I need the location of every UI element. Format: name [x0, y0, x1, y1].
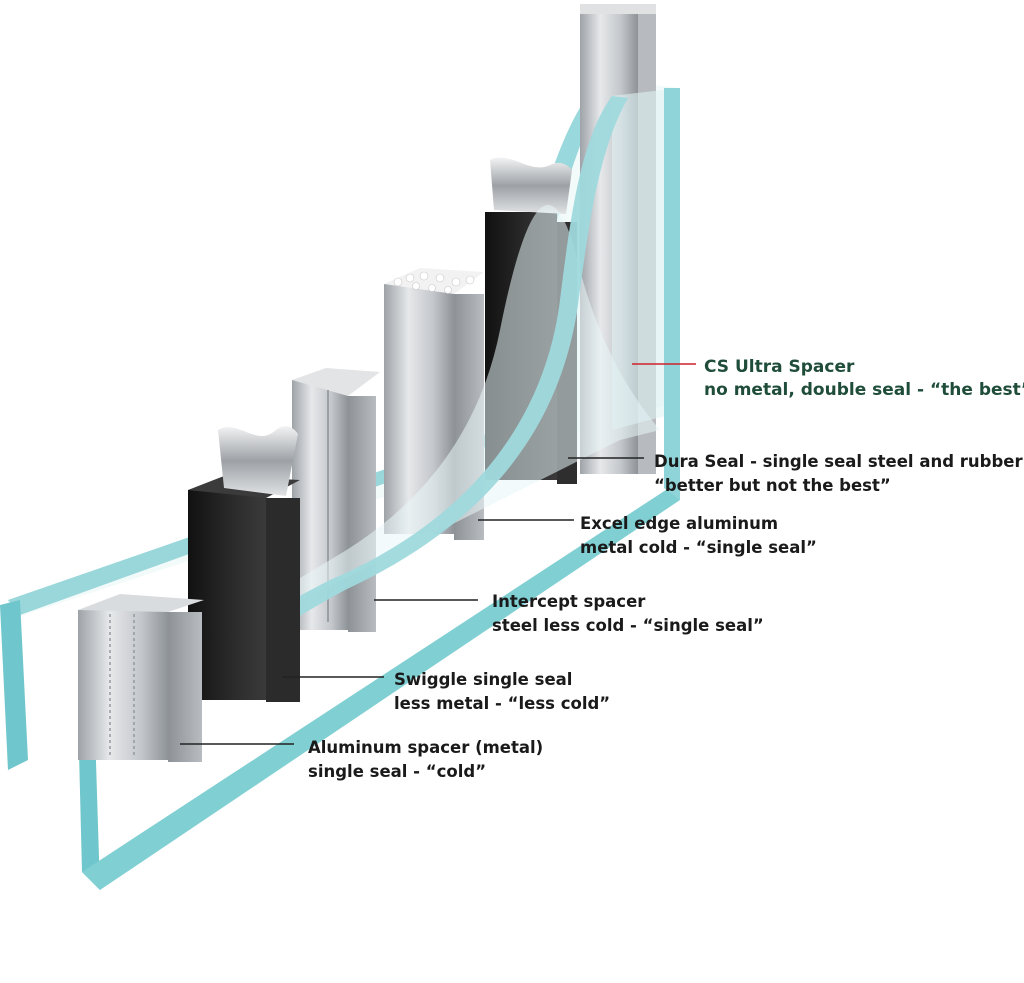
label-cs-ultra: CS Ultra Spacer no metal, double seal - … — [704, 356, 1024, 402]
label-dura-seal-line1: Dura Seal - single seal steel and rubber — [654, 452, 1023, 471]
label-excel-edge-line1: Excel edge aluminum — [580, 514, 779, 533]
label-swiggle-line1: Swiggle single seal — [394, 670, 573, 689]
label-aluminum-line2: single seal - “cold” — [308, 762, 487, 781]
label-dura-seal-line2: “better but not the best” — [654, 476, 891, 495]
excel-edge-spacer — [384, 268, 484, 540]
label-intercept-line1: Intercept spacer — [492, 592, 646, 611]
swiggle-spacer — [188, 426, 300, 702]
label-swiggle-line2: less metal - “less cold” — [394, 694, 611, 713]
label-dura-seal: Dura Seal - single seal steel and rubber… — [654, 450, 1023, 498]
label-cs-ultra-line2: no metal, double seal - “the best” — [704, 380, 1024, 400]
label-swiggle: Swiggle single seal less metal - “less c… — [394, 668, 610, 716]
label-excel-edge: Excel edge aluminum metal cold - “single… — [580, 512, 817, 560]
label-intercept-line2: steel less cold - “single seal” — [492, 616, 764, 635]
label-aluminum-line1: Aluminum spacer (metal) — [308, 738, 544, 757]
label-cs-ultra-line1: CS Ultra Spacer — [704, 357, 855, 377]
label-aluminum: Aluminum spacer (metal) single seal - “c… — [308, 736, 543, 784]
label-intercept: Intercept spacer steel less cold - “sing… — [492, 590, 764, 638]
aluminum-spacer — [78, 594, 204, 762]
label-excel-edge-line2: metal cold - “single seal” — [580, 538, 817, 557]
leader-lines — [180, 363, 696, 745]
